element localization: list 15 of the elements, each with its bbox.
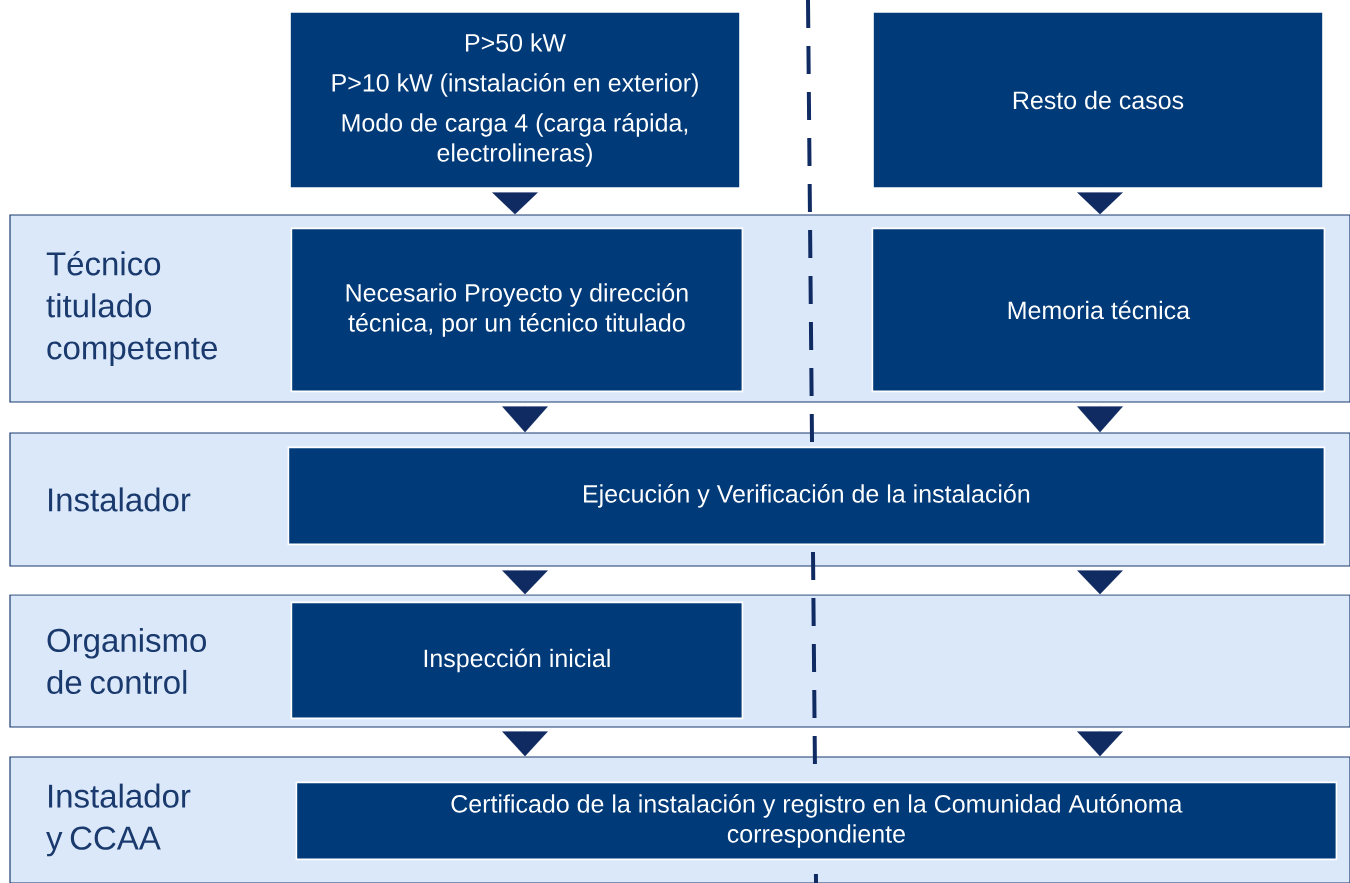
process-box: P>50 kW P>10 kW (instalación en exterior) Modo de carga 4 (carga rápida, electrolineras) <box>289 11 741 189</box>
process-box: Resto de casos <box>872 11 1324 189</box>
process-box: Memoria técnica <box>871 227 1326 393</box>
arrow <box>502 569 548 595</box>
arrow <box>502 405 548 433</box>
arrow <box>1077 730 1123 757</box>
process-box: Certificado de la instalación y registro en la Comunidad Autónoma correspondiente <box>295 781 1338 861</box>
arrow <box>492 191 538 215</box>
arrow <box>1077 405 1123 433</box>
arrow <box>1077 569 1123 595</box>
process-box: Necesario Proyecto y dirección técnica, por un técnico titulado <box>290 227 744 393</box>
process-box: Inspección inicial <box>290 601 744 720</box>
arrow <box>1077 191 1123 215</box>
arrow <box>502 730 548 757</box>
process-box: Ejecución y Verificación de la instalación <box>287 446 1326 546</box>
